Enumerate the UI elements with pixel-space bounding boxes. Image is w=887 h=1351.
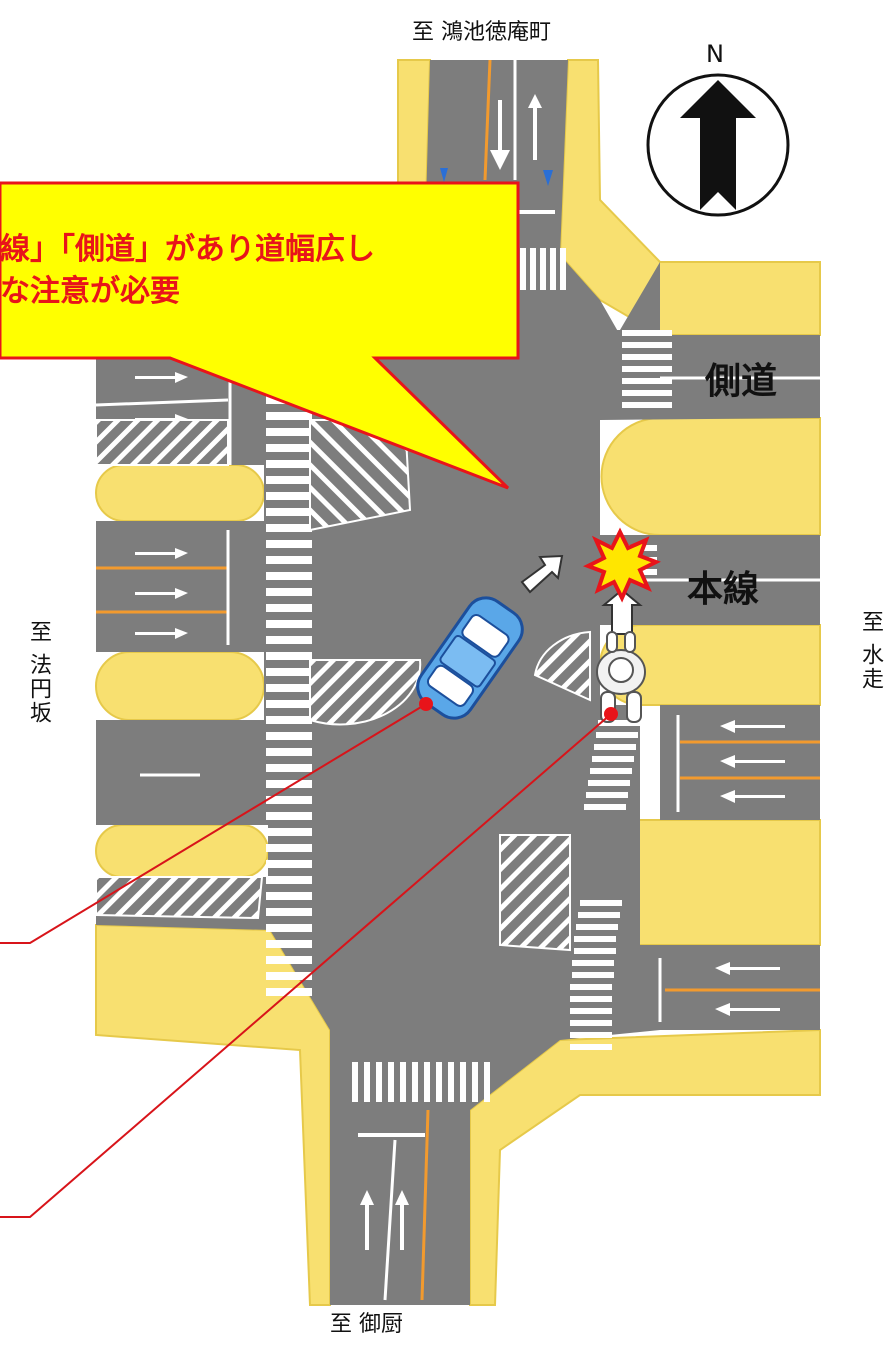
north-crosswalk (520, 248, 566, 290)
pedestrian-marker (604, 707, 618, 721)
collision-icon (583, 527, 661, 603)
south-lane-markings (358, 1109, 430, 1301)
lane-label-side-road: 側道 (705, 361, 778, 402)
pedestrian-icon (596, 631, 646, 723)
lane-label-main-road: 本線 (687, 569, 760, 610)
direction-east: 至 水走 (858, 610, 883, 691)
direction-north: 至 鴻池徳庵町 (412, 20, 551, 45)
compass-icon (646, 73, 790, 217)
callout-line-2: な注意が必要 (0, 274, 180, 309)
east-arrows (715, 720, 785, 1016)
hatched-zones (95, 419, 591, 952)
car-marker (419, 697, 433, 711)
south-crosswalk (352, 1062, 490, 1102)
direction-west: 至 法円坂 (26, 620, 51, 725)
south-arrows (360, 1190, 409, 1250)
compass-north-letter: N (706, 40, 724, 68)
callout-line-1: 線」「側道」があり道幅広し (0, 232, 375, 267)
north-blue-markers (440, 168, 553, 186)
car-icon (416, 596, 524, 720)
north-arrows (490, 94, 542, 170)
turn-arrow-icon (520, 554, 643, 635)
direction-south: 至 御厨 (330, 1312, 403, 1337)
callout-bubble (0, 181, 520, 490)
leader-lines (0, 703, 612, 1218)
east-crosswalk-lower (570, 720, 640, 1050)
